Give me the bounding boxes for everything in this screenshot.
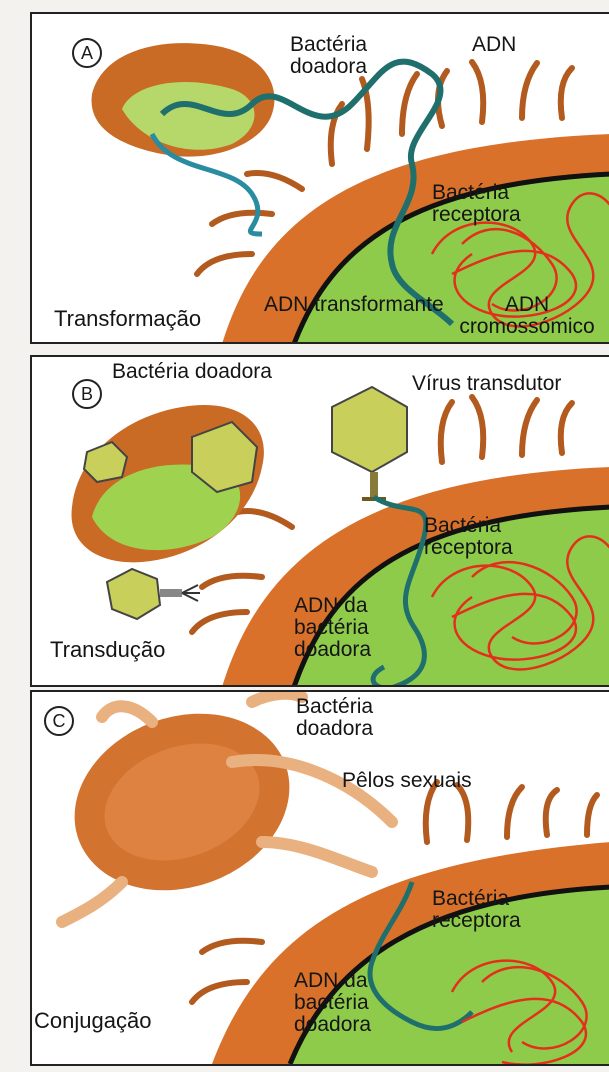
free-phage bbox=[107, 569, 200, 619]
label-donor-bacterium: Bactéria doadora bbox=[112, 361, 272, 383]
panel-badge-a: A bbox=[72, 38, 102, 68]
panel-transformation: A Bactéria doadora ADN Bactéria receptor… bbox=[30, 12, 609, 344]
label-donor-dna: ADN da bactéria doadora bbox=[294, 970, 404, 1036]
panel-title-conjugation: Conjugação bbox=[34, 1010, 151, 1032]
label-donor-dna: ADN da bactéria doadora bbox=[294, 595, 404, 661]
panel-title-transformation: Transformação bbox=[54, 308, 201, 330]
transducing-virus bbox=[332, 387, 407, 499]
label-transforming-dna: ADN transformante bbox=[264, 294, 444, 316]
label-sex-pili: Pêlos sexuais bbox=[342, 770, 472, 792]
label-receptor-bacterium: Bactéria receptora bbox=[432, 182, 562, 226]
label-receptor-bacterium: Bactéria receptora bbox=[432, 888, 562, 932]
panel-transduction: B Bactéria doadora Vírus transdutor Bact… bbox=[30, 355, 609, 687]
panel-badge-c: C bbox=[44, 706, 74, 736]
label-chromosomal-dna: ADN cromossómico bbox=[442, 294, 609, 338]
label-receptor-bacterium: Bactéria receptora bbox=[424, 515, 554, 559]
panel-badge-b: B bbox=[72, 379, 102, 409]
label-dna: ADN bbox=[472, 34, 516, 56]
label-donor-bacterium: Bactéria doadora bbox=[290, 34, 410, 78]
label-transducing-virus: Vírus transdutor bbox=[412, 373, 561, 395]
panel-conjugation: C Bactéria doadora Pêlos sexuais Bactéri… bbox=[30, 690, 609, 1066]
panel-title-transduction: Transdução bbox=[50, 639, 165, 661]
label-donor-bacterium: Bactéria doadora bbox=[296, 696, 416, 740]
